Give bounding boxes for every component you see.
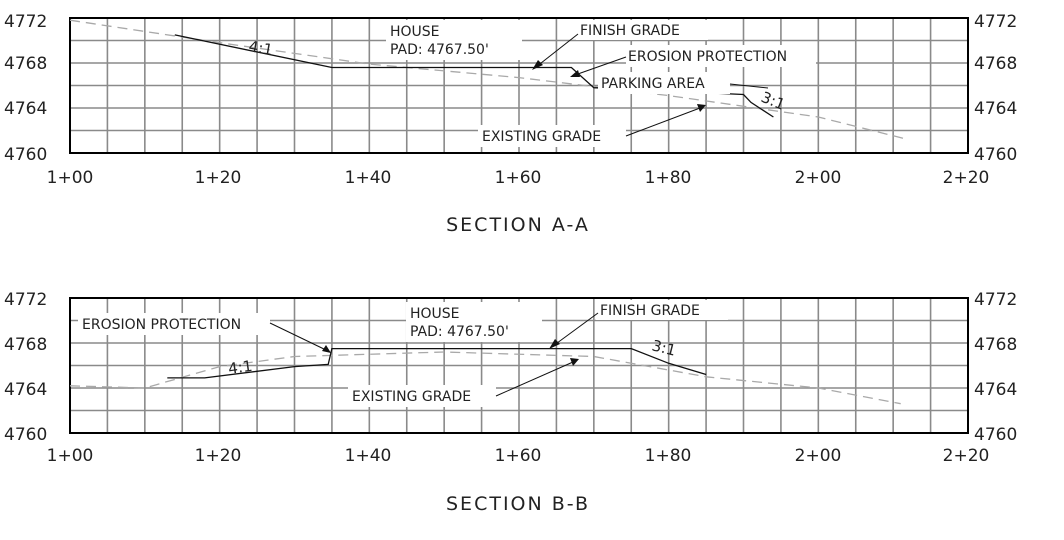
section-a-elev-label-right: 4768: [974, 54, 1017, 74]
section-b-existing-grade-label-bg: [348, 385, 496, 407]
section-a-house-pad-label: PAD: 4767.50': [390, 42, 489, 58]
section-a-elev-label-left: 4764: [4, 99, 47, 119]
section-b-station-label: 1+00: [47, 446, 94, 466]
section-b-title: SECTION B-B: [446, 493, 590, 515]
section-b: 4772 4768 4764 4760 4772 4768 4764 4760 …: [4, 290, 1017, 515]
section-b-elev-label-right: 4768: [974, 335, 1017, 355]
section-a-station-label: 1+20: [195, 168, 242, 188]
section-b-erosion-arrowhead: [322, 345, 331, 353]
section-a-finish-grade: [174, 34, 774, 118]
section-b-finish-grade-line: [167, 347, 707, 379]
section-b-slope-left: 4:1: [227, 357, 253, 378]
section-a-erosion-label: EROSION PROTECTION: [628, 49, 787, 65]
section-a: 4772 4768 4764 4760 4772 4768 4764 4760 …: [4, 12, 1017, 236]
section-b-erosion-label-bg: [78, 313, 270, 335]
section-b-house-pad-label: PAD: 4767.50': [410, 324, 509, 340]
section-a-station-label: 1+80: [645, 168, 692, 188]
section-a-station-label: 2+00: [795, 168, 842, 188]
section-b-finish-grade-leader: [552, 312, 599, 347]
section-b-slope-right: 3:1: [650, 336, 678, 359]
section-a-finish-grade-label: FINISH GRADE: [580, 23, 680, 39]
section-b-elev-label-right: 4764: [974, 380, 1017, 400]
section-a-existing-grade-leader: [625, 107, 701, 137]
section-a-elev-label-right: 4772: [974, 12, 1017, 32]
section-b-house-label: HOUSE: [410, 306, 460, 322]
section-a-existing-grade: [69, 19, 909, 141]
section-a-existing-grade-label: EXISTING GRADE: [482, 129, 601, 145]
section-b-station-label: 1+20: [195, 446, 242, 466]
section-b-frame: [69, 297, 969, 434]
section-a-parking-label: PARKING AREA: [601, 76, 705, 92]
section-a-station-label: 1+40: [345, 168, 392, 188]
section-b-existing-grade-leader: [495, 361, 574, 397]
section-b-elev-label-left: 4768: [4, 335, 47, 355]
section-b-existing-grade: [69, 351, 901, 405]
section-b-finish-grade-arrowhead: [549, 339, 560, 349]
section-a-elev-label-right: 4760: [974, 145, 1017, 165]
section-a-finish-grade-label-bg: [576, 20, 708, 40]
section-b-station-label: 2+00: [795, 446, 842, 466]
section-a-station-label: 1+00: [47, 168, 94, 188]
section-a-elev-label-right: 4764: [974, 99, 1017, 119]
section-a-erosion-label-bg: [626, 45, 816, 67]
section-b-existing-grade-arrowhead: [570, 358, 579, 366]
section-a-frame: [69, 17, 969, 154]
section-b-finish-grade-label: FINISH GRADE: [600, 303, 700, 319]
section-b-elev-label-left: 4760: [4, 425, 47, 445]
section-a-existing-grade-arrowhead: [697, 104, 706, 112]
section-a-finish-grade-line: [174, 34, 774, 118]
section-a-station-label: 1+60: [495, 168, 542, 188]
section-a-parking-leader: [729, 83, 769, 89]
section-a-elev-label-left: 4768: [4, 54, 47, 74]
section-a-finish-grade-leader: [535, 33, 579, 68]
section-b-existing-grade-line: [69, 351, 901, 405]
section-a-house-label-bg: [386, 20, 522, 60]
section-b-elev-label-right: 4760: [974, 425, 1017, 445]
section-b-elev-label-right: 4772: [974, 290, 1017, 310]
section-b-finish-grade: [167, 347, 707, 379]
section-a-station-label: 2+20: [943, 168, 990, 188]
section-a-erosion-leader: [574, 56, 627, 76]
section-a-slope-left: 4:1: [247, 37, 274, 59]
section-b-elev-label-left: 4772: [4, 290, 47, 310]
section-a-title: SECTION A-A: [446, 214, 590, 236]
section-b-erosion-label: EROSION PROTECTION: [82, 317, 241, 333]
section-a-erosion-arrowhead: [570, 70, 580, 77]
section-a-finish-grade-arrowhead: [532, 60, 543, 70]
section-a-existing-grade-label-bg: [478, 125, 626, 147]
section-a-parking-label-bg: [598, 72, 730, 94]
section-b-elev-label-left: 4764: [4, 380, 47, 400]
section-b-station-label: 1+40: [345, 446, 392, 466]
section-a-existing-grade-line: [69, 19, 909, 141]
section-a-elev-label-left: 4760: [4, 145, 47, 165]
section-b-erosion-leader: [269, 322, 327, 351]
section-b-station-label: 2+20: [943, 446, 990, 466]
section-a-elev-label-left: 4772: [4, 12, 47, 32]
section-b-station-label: 1+60: [495, 446, 542, 466]
section-b-finish-grade-label-bg: [596, 300, 728, 320]
section-b-house-label-bg: [406, 302, 542, 342]
section-a-house-label: HOUSE: [390, 24, 440, 40]
section-b-existing-grade-label: EXISTING GRADE: [352, 389, 471, 405]
section-b-station-label: 1+80: [645, 446, 692, 466]
